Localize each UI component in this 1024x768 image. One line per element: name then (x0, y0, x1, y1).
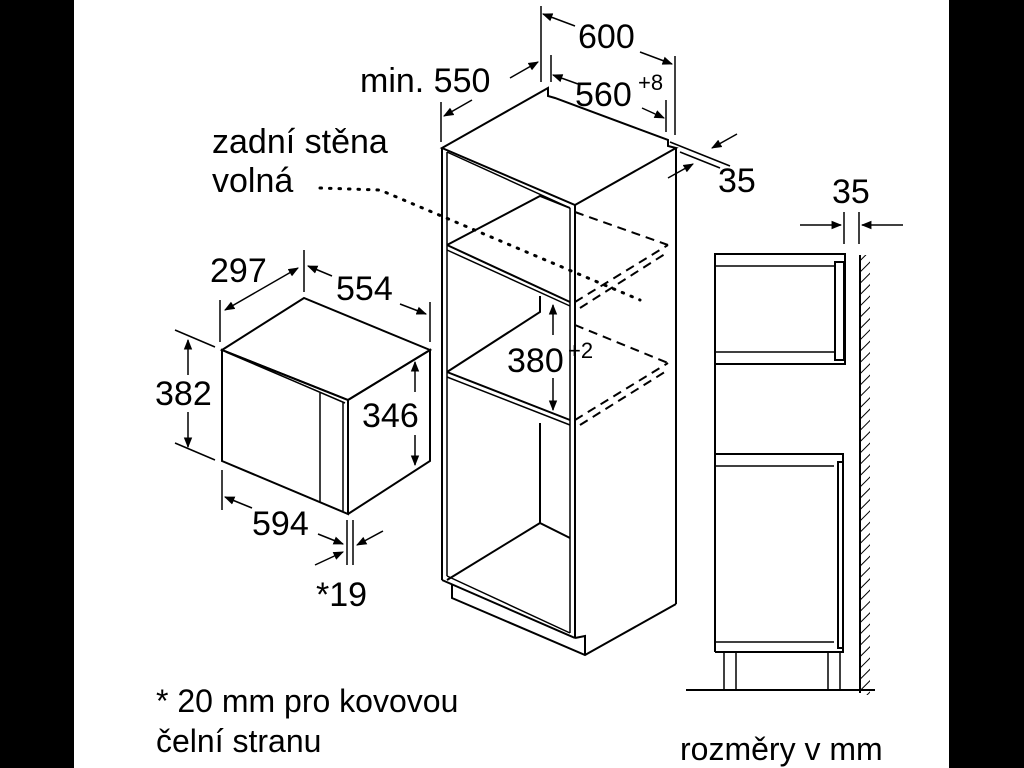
side-view-wall-gap-label: 35 (832, 173, 870, 211)
side-view-drawing (686, 212, 903, 695)
cabinet-back-gap-label: 35 (718, 162, 756, 200)
units-note: rozměry v mm (680, 731, 883, 767)
cabinet-drawing (318, 86, 679, 657)
cabinet-depth-label: min. 550 (360, 62, 490, 100)
cabinet-outer-width-label: 600 (578, 18, 635, 56)
diagram-canvas: 297 554 382 346 594 *19 (74, 0, 949, 768)
cabinet-inner-width-tolerance: +8 (638, 70, 663, 95)
appliance-front-thickness-label: *19 (316, 576, 367, 614)
appliance-depth-label: 297 (210, 252, 267, 290)
appliance-height-label: 382 (155, 375, 212, 413)
appliance-width-label: 594 (252, 505, 309, 543)
footnote-line2: čelní stranu (156, 723, 321, 759)
rear-wall-note-line1: zadní stěna (212, 123, 388, 161)
appliance-drawing (219, 296, 433, 516)
installation-diagram: 297 554 382 346 594 *19 (155, 6, 903, 767)
appliance-side-depth-label: 554 (336, 270, 393, 308)
rear-wall-note-line2: volná (212, 162, 293, 200)
cabinet-dimensions (440, 6, 738, 412)
appliance-dimensions (174, 250, 431, 566)
niche-height-tolerance: +2 (568, 338, 593, 363)
cabinet-inner-width-label: 560 (575, 76, 632, 114)
appliance-inner-height-label: 346 (362, 397, 419, 435)
niche-height-label: 380 (507, 342, 564, 380)
footnote-line1: * 20 mm pro kovovou (156, 683, 458, 719)
